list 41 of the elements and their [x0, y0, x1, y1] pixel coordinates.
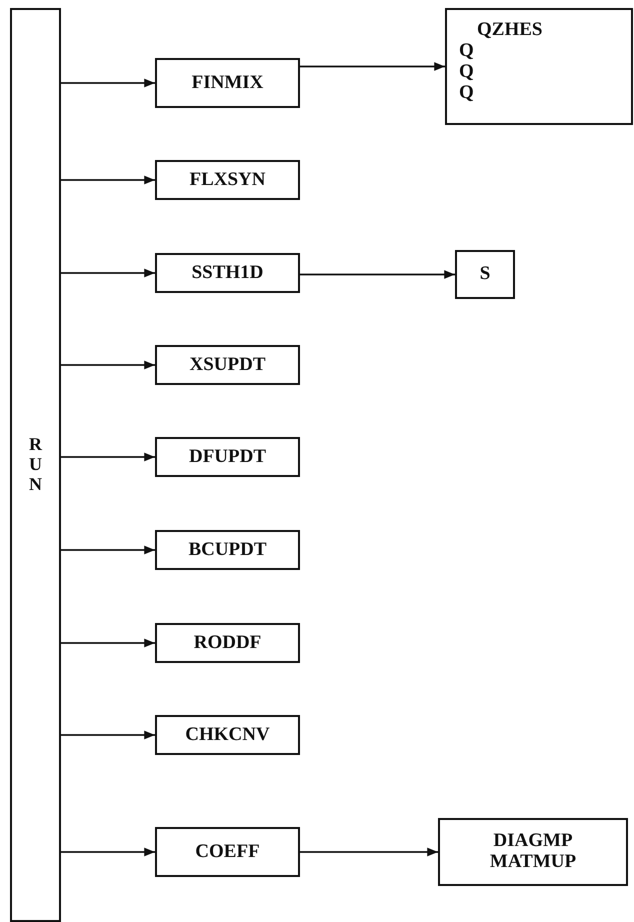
routine-box: [155, 253, 300, 293]
run-box: [10, 8, 61, 922]
arrow: [61, 452, 155, 462]
routine-name: Q: [459, 82, 474, 104]
arrow: [300, 848, 438, 856]
routine-name: RUN: [28, 435, 44, 495]
routine-box: [155, 827, 300, 877]
routine-box: [155, 160, 300, 200]
routine-name: DFUPDT: [188, 446, 266, 468]
routine-name: FLXSYN: [189, 170, 266, 190]
routine-box: [155, 715, 300, 755]
arrow: [61, 848, 155, 856]
arrow: [61, 730, 155, 740]
arrow: [61, 268, 155, 278]
routine-box: [155, 345, 300, 385]
routine-name: XSUPDT: [189, 354, 266, 376]
routine-name: S: [480, 264, 490, 285]
routine-box: [438, 818, 628, 886]
routine-box: [445, 8, 633, 125]
routine-name: RODDF: [194, 632, 262, 654]
arrow: [61, 176, 155, 184]
routine-box: [155, 437, 300, 477]
routine-name: BCUPDT: [188, 540, 267, 560]
arrow: [61, 546, 155, 554]
routine-name: QZHES: [477, 20, 542, 41]
routine-box: [155, 58, 300, 108]
arrow: [300, 270, 455, 279]
routine-name: SSTH1D: [192, 262, 264, 284]
routine-name: Q: [459, 40, 474, 62]
routine-name: CHKCNV: [185, 724, 270, 746]
routine-name: COEFF: [195, 842, 260, 862]
arrow: [61, 360, 155, 370]
routine-name: DIAGMP MATMUP: [488, 831, 578, 873]
arrow: [300, 62, 445, 71]
arrow: [61, 638, 155, 648]
routine-box: [155, 623, 300, 663]
routine-box: [455, 250, 515, 299]
routine-name: Q: [459, 62, 474, 83]
arrow: [61, 78, 155, 88]
routine-name: FINMIX: [192, 72, 264, 94]
routine-box: [155, 530, 300, 570]
